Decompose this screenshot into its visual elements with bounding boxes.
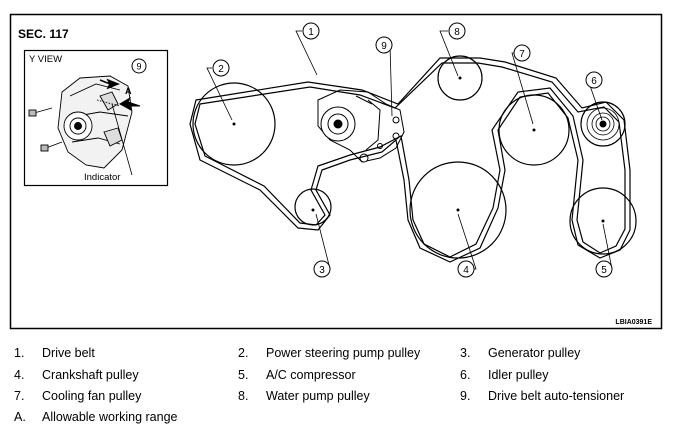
callout-8-number: 8 [454, 27, 460, 38]
figure-code: LBIA0391E [615, 319, 652, 326]
legend-text: Generator pulley [488, 346, 581, 360]
inset-callout-number: 9 [136, 62, 141, 72]
callout-7-number: 7 [519, 49, 525, 60]
indicator-label: Indicator [84, 172, 120, 183]
callout-6-number: 6 [591, 76, 597, 87]
callout-2-circle [212, 59, 230, 77]
callout-5-circle [595, 260, 613, 278]
tensioner-sketch [28, 75, 133, 169]
legend-number: 5. [238, 368, 249, 382]
indicator-leader [111, 103, 133, 176]
legend-text: Allowable working range [42, 410, 178, 424]
callout-5-number: 5 [601, 265, 607, 276]
legend-number: A. [14, 410, 26, 424]
legend-text: Drive belt auto-tensioner [488, 389, 625, 403]
callout-9-circle [375, 36, 393, 54]
callout-3-number: 3 [319, 265, 325, 276]
drive-belt [189, 57, 631, 263]
callout-2-number: 2 [218, 64, 224, 75]
callout-7-circle [513, 44, 531, 62]
callout-3-circle [313, 260, 331, 278]
legend-text: Crankshaft pulley [42, 368, 139, 382]
callout-8-circle [448, 22, 466, 40]
pulley-centers [232, 76, 605, 223]
legend-number: 2. [238, 346, 249, 360]
legend-number: 3. [460, 346, 471, 360]
callout-1-circle [302, 22, 320, 40]
legend: 1. Drive belt 2. Power steering pump pul… [0, 340, 685, 433]
section-label: SEC. 117 [18, 27, 69, 41]
legend-text: Drive belt [42, 346, 95, 360]
auto-tensioner-assembly [317, 89, 405, 163]
diagram-frame [9, 13, 663, 330]
callout-6-circle [585, 71, 603, 89]
inset-range-label: A [125, 86, 132, 96]
callout-4-number: 4 [463, 265, 469, 276]
legend-text: Water pump pulley [266, 389, 370, 403]
legend-number: 7. [14, 389, 25, 403]
idler-pulley-detail [586, 107, 620, 141]
callout-badges: 1 2 3 4 5 6 7 8 9 [212, 22, 613, 278]
legend-number: 1. [14, 346, 25, 360]
legend-text: A/C compressor [266, 368, 356, 382]
legend-number: 8. [238, 389, 249, 403]
callout-1-number: 1 [308, 27, 314, 38]
legend-number: 9. [460, 389, 471, 403]
arrow-lower-icon [118, 96, 141, 111]
arrow-upper-icon [99, 78, 121, 90]
legend-number: 6. [460, 368, 471, 382]
legend-text: Power steering pump pulley [266, 346, 421, 360]
y-view-inset: Y VIEW 9 A Indicator [23, 49, 169, 187]
callout-9-number: 9 [381, 41, 387, 52]
inset-callout-circle [131, 58, 147, 74]
callout-4-circle [457, 260, 475, 278]
legend-text: Idler pulley [488, 368, 549, 382]
inset-view-label: Y VIEW [29, 54, 62, 65]
legend-number: 4. [14, 368, 25, 382]
legend-text: Cooling fan pulley [42, 389, 142, 403]
belt-routing-diagram: SEC. 117 Y VIEW 9 A [9, 13, 663, 330]
